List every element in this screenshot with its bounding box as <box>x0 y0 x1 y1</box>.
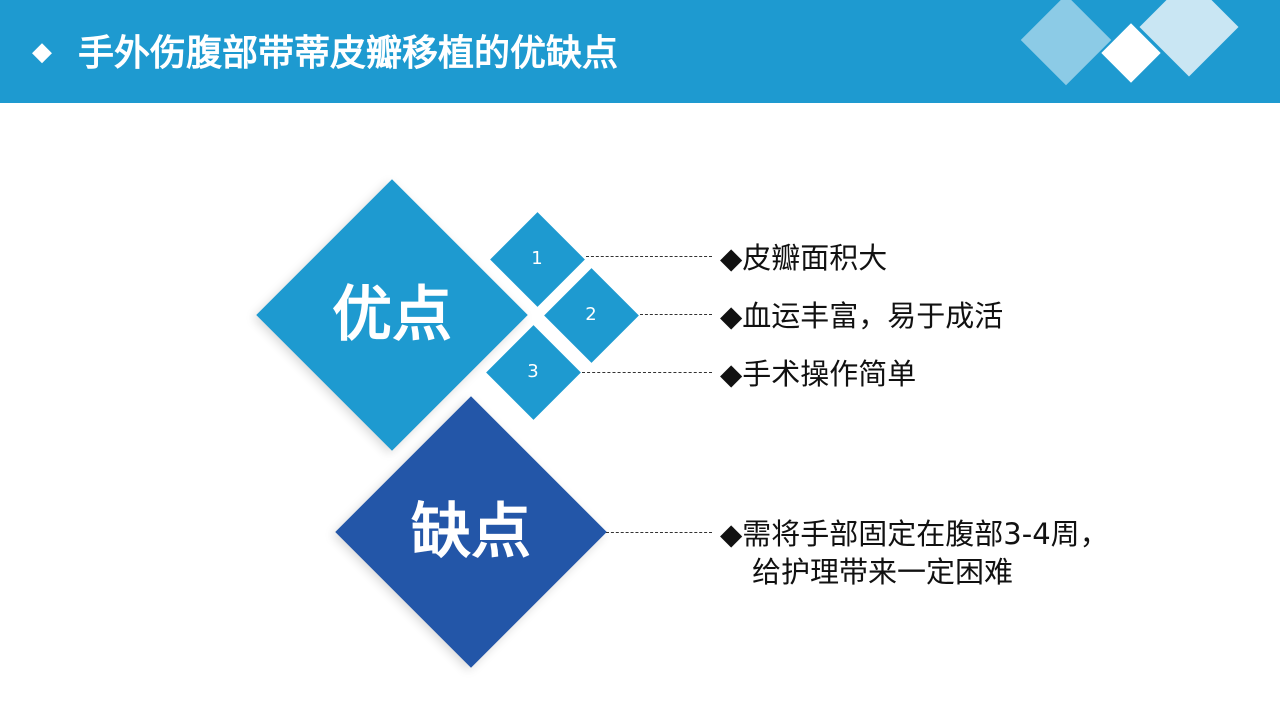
cons-label: 缺点 <box>411 497 531 567</box>
pros-item-1: ◆皮瓣面积大 <box>720 241 888 275</box>
pros-item-3: ◆手术操作简单 <box>720 357 917 391</box>
pros-number-2: 2 <box>585 304 597 325</box>
leader-line-3 <box>582 372 712 373</box>
decorative-diamond-light <box>1020 0 1112 86</box>
cons-item-line-2: 给护理带来一定困难 <box>752 555 1014 589</box>
cons-item-line-1: ◆需将手部固定在腹部3-4周， <box>720 517 1109 551</box>
pros-number-1: 1 <box>531 248 543 269</box>
leader-line-cons <box>606 532 712 533</box>
decorative-diamond-lighter <box>1139 0 1239 77</box>
leader-line-1 <box>586 256 712 257</box>
pros-label: 优点 <box>332 280 452 350</box>
diamond-bullet-icon: ◆ <box>32 37 52 67</box>
header-bar: ◆ 手外伤腹部带蒂皮瓣移植的优缺点 <box>0 0 1280 103</box>
slide-title: 手外伤腹部带蒂皮瓣移植的优缺点 <box>78 33 619 74</box>
pros-item-2: ◆血运丰富，易于成活 <box>720 299 1004 333</box>
pros-number-3: 3 <box>527 361 539 382</box>
leader-line-2 <box>640 314 712 315</box>
